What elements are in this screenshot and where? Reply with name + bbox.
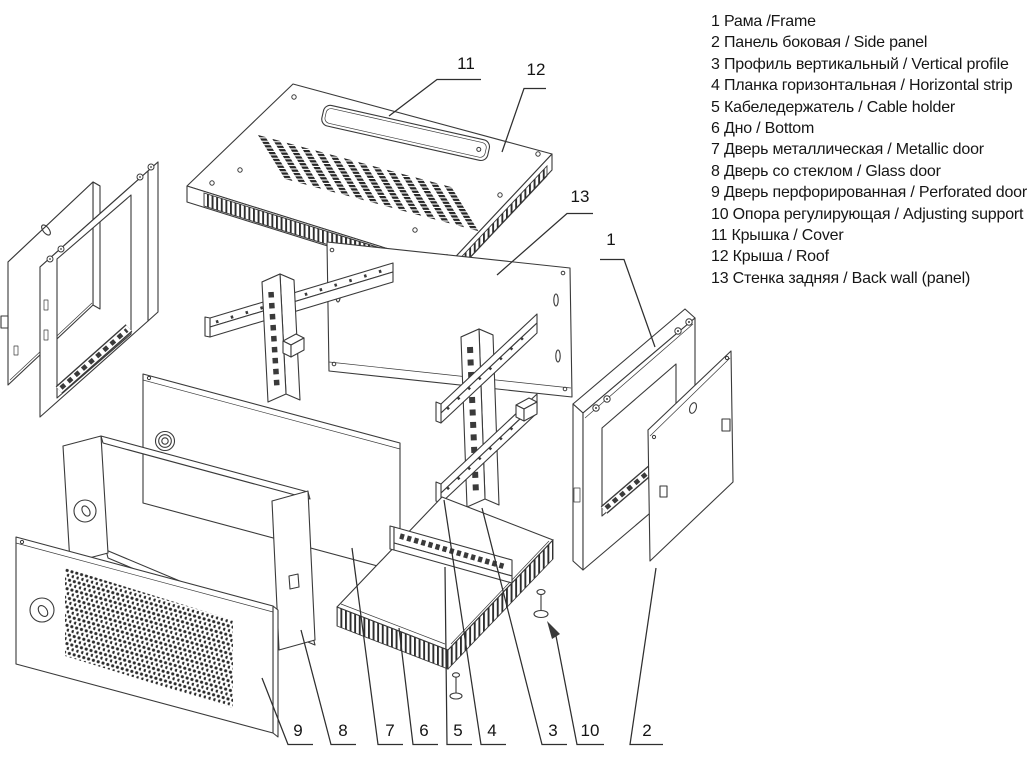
- bracket-right-part: [515, 397, 538, 422]
- callout-9: 9: [293, 721, 302, 740]
- legend-item-12: 12 Крыша / Roof: [711, 248, 829, 266]
- callout-6: 6: [419, 721, 428, 740]
- legend-item-8: 8 Дверь со стеклом / Glass door: [711, 162, 941, 180]
- callout-4: 4: [487, 721, 496, 740]
- horizontal-strip-right-upper-part: [435, 313, 538, 424]
- side-panel-right-part: [647, 350, 734, 562]
- callout-7: 7: [385, 721, 394, 740]
- callout-1: 1: [606, 230, 615, 249]
- legend-item-5: 5 Кабеледержатель / Cable holder: [711, 98, 956, 116]
- legend-item-4: 4 Планка горизонтальная / Horizontal str…: [711, 77, 1013, 95]
- horizontal-strip-top-part: [204, 262, 394, 338]
- adjusting-support-front-part: [449, 672, 463, 700]
- callout-13: 13: [571, 187, 590, 206]
- perforated-door-part: [15, 536, 279, 738]
- callout-8: 8: [338, 721, 347, 740]
- legend-item-13: 13 Стенка задняя / Back wall (panel): [711, 269, 971, 287]
- adjusting-support-right-part: [533, 588, 549, 619]
- arrowhead-icon: [547, 621, 560, 639]
- callout-11: 11: [457, 54, 475, 73]
- legend-item-7: 7 Дверь металлическая / Metallic door: [711, 141, 984, 159]
- callout-5: 5: [453, 721, 462, 740]
- callout-10: 10: [581, 721, 600, 740]
- legend-item-9: 9 Дверь перфорированная / Perforated doo…: [711, 184, 1028, 202]
- legend-item-1: 1 Рама /Frame: [711, 13, 816, 30]
- parts-legend: 1 Рама /Frame 2 Панель боковая / Side pa…: [711, 11, 1035, 289]
- frame-left-part: [39, 161, 159, 418]
- bracket-left-part: [282, 333, 305, 358]
- callout-2: 2: [642, 721, 651, 740]
- legend-item-2: 2 Панель боковая / Side panel: [711, 34, 928, 52]
- callouts: 11 12 13 1 9 8 7 6 5 4 3 10 2: [261, 54, 663, 746]
- legend-item-3: 3 Профиль вертикальный / Vertical profil…: [711, 55, 1009, 73]
- legend-item-6: 6 Дно / Bottom: [711, 120, 815, 138]
- metallic-door-part: [142, 373, 401, 573]
- vertical-profile-left-part: [261, 273, 301, 403]
- callout-12: 12: [527, 60, 546, 79]
- legend-item-10: 10 Опора регулирующая / Adjusting suppor…: [711, 205, 1024, 223]
- legend-item-11: 11 Крышка / Cover: [711, 227, 844, 245]
- cover-part: [321, 104, 491, 162]
- callout-3: 3: [548, 721, 557, 740]
